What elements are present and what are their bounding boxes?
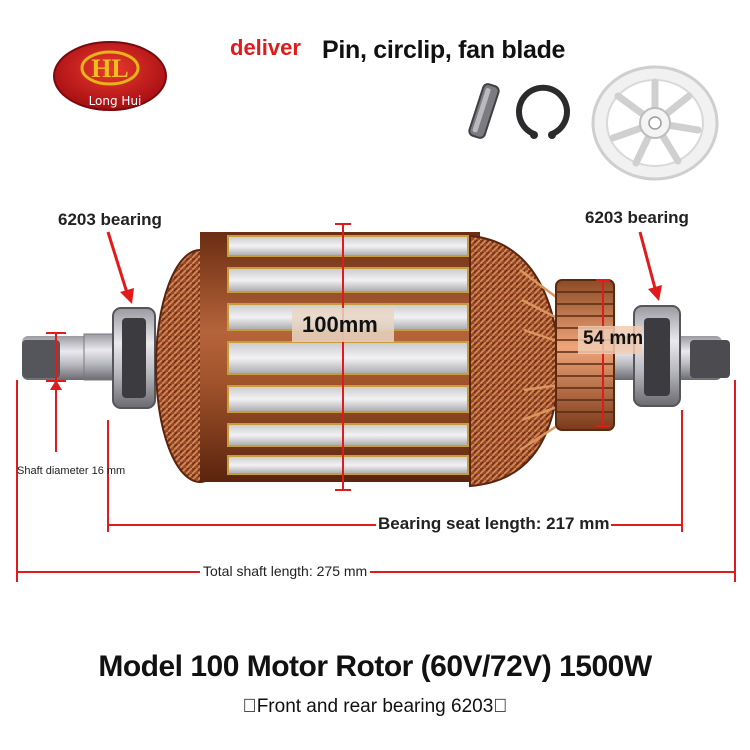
product-title: Model 100 Motor Rotor (60V/72V) 1500W <box>98 650 652 683</box>
bearing-left-label: 6203 bearing <box>58 210 162 229</box>
core-laminations <box>227 235 469 475</box>
brand-logo: HL <box>53 41 167 111</box>
bearing-seat-length-label: Bearing seat length: 217 mm <box>376 514 612 534</box>
motor-rotor-illustration <box>16 223 736 582</box>
svg-text:HL: HL <box>91 54 129 83</box>
circlip-icon <box>516 84 570 139</box>
product-subtitle:  Front and rear bearing 6203  <box>242 696 508 717</box>
accessories-label: Pin, circlip, fan blade <box>322 36 566 64</box>
deliver-label: deliver <box>230 35 301 60</box>
key-pin-icon <box>468 83 500 139</box>
brand-name: Long Hui <box>88 94 142 108</box>
total-shaft-length-label: Total shaft length: 275 mm <box>200 563 371 579</box>
shaft-diameter-label: Shaft diameter 16 mm <box>17 465 126 477</box>
core-diameter-label: 100mm <box>302 312 378 337</box>
bearing-right-label: 6203 bearing <box>585 208 689 227</box>
commutator-diameter-label: 54 mm <box>583 328 644 349</box>
fan-blade-icon <box>591 65 719 181</box>
